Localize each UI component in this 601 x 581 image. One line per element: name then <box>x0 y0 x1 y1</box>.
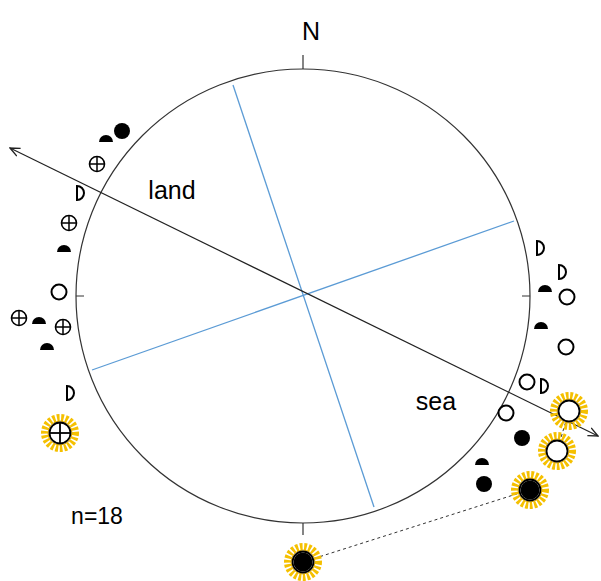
data-symbols <box>12 123 575 492</box>
region-label: sea <box>416 389 456 414</box>
sun-symbols <box>45 396 584 577</box>
stereonet-circle <box>76 69 530 523</box>
north-label: N <box>302 19 320 44</box>
sample-count: n=18 <box>71 505 123 528</box>
direction-arrow <box>10 148 598 436</box>
region-label: land <box>148 178 195 203</box>
plane-line <box>92 221 514 370</box>
